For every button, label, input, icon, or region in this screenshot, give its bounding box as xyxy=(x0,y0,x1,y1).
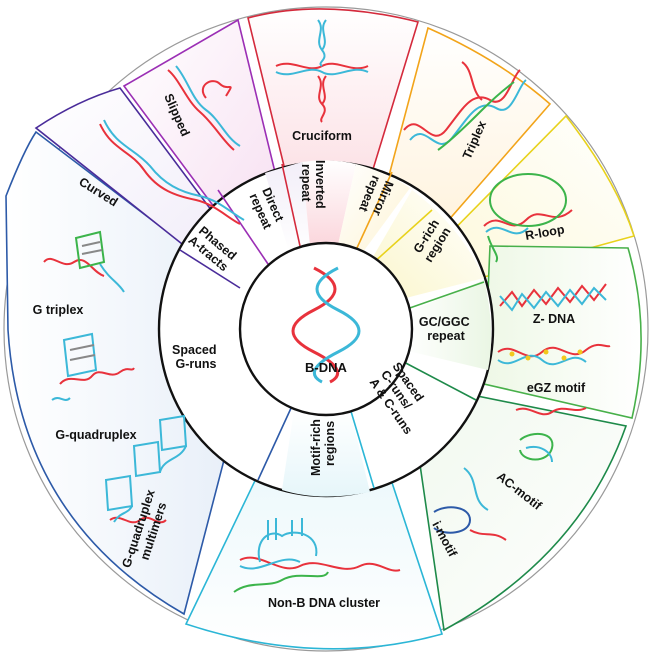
g-triplex-structure-icon xyxy=(43,230,125,293)
r-loop-structure-icon xyxy=(483,173,573,263)
label-cruciform: Cruciform xyxy=(292,129,352,143)
egz-motif-structure-icon xyxy=(497,343,611,366)
z-dna-structure-icon xyxy=(499,283,607,312)
inner-circle xyxy=(238,241,414,417)
sector-grich xyxy=(370,190,484,300)
non-b-cluster-structure-icon xyxy=(233,518,401,593)
ac-motif-structure-icon xyxy=(515,407,587,463)
label-g-quadruplex: G-quadruplex xyxy=(55,428,136,442)
cruciform-structure-icon xyxy=(275,19,369,123)
sector-motif xyxy=(282,410,370,497)
label-egz-motif: eGZ motif xyxy=(527,381,586,395)
inner-gc-ggc-repeat: GC/GGC repeat xyxy=(419,315,473,343)
inner-inverted-repeat: Inverted repeat xyxy=(299,160,327,212)
label-g-triplex: G triplex xyxy=(33,303,84,317)
center-label: B-DNA xyxy=(305,360,347,375)
g-quadruplex-structure-icon xyxy=(51,332,135,401)
label-non-b-dna-cluster: Non-B DNA cluster xyxy=(268,596,380,610)
inner-motif-rich-regions: Motif-rich regions xyxy=(309,416,337,476)
inner-spaced-g-runs: Spaced G-runs xyxy=(172,343,220,371)
curved-structure-icon xyxy=(99,119,245,225)
sector-inverted xyxy=(302,160,356,246)
panel-acmotif xyxy=(407,380,628,632)
illustrations xyxy=(43,19,611,593)
outer-panels xyxy=(5,8,642,650)
sector-direct xyxy=(265,162,310,255)
g-quadruplex-multimers-structure-icon xyxy=(104,414,188,524)
slipped-structure-icon xyxy=(167,65,241,151)
b-dna-helix-icon xyxy=(291,266,361,384)
label-z-dna: Z- DNA xyxy=(533,312,575,326)
ring-dividers xyxy=(179,163,485,489)
i-motif-structure-icon xyxy=(433,467,507,541)
label-r-loop: R-loop xyxy=(524,222,566,243)
sector-gc xyxy=(404,280,492,370)
triplex-structure-icon xyxy=(403,61,527,151)
